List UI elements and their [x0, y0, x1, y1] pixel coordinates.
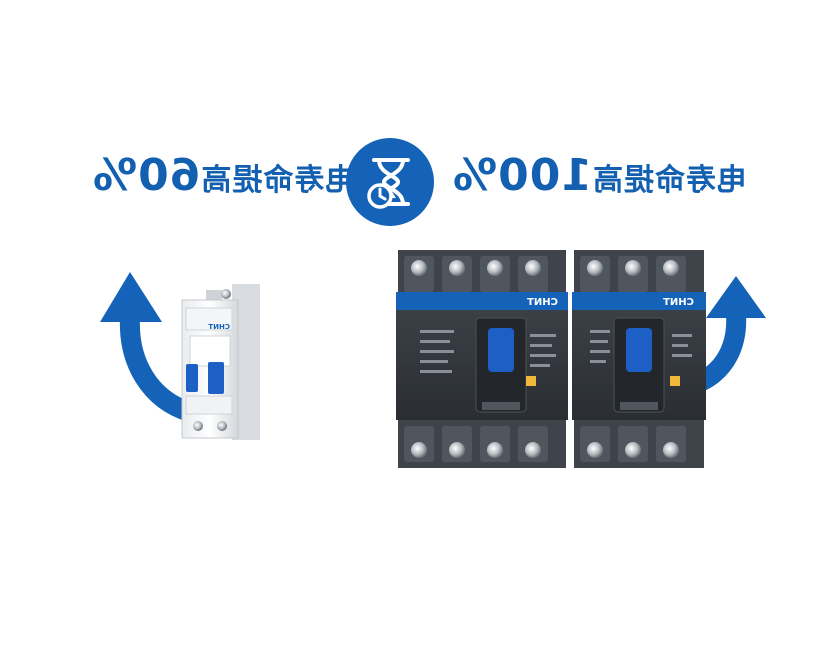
- curved-up-arrow-icon-left: [100, 272, 194, 422]
- curved-up-arrow-icon-right: [695, 276, 766, 392]
- relay-toggle: [208, 362, 224, 394]
- hourglass-badge: [346, 138, 434, 226]
- relay-brand-text: CHNT: [208, 323, 230, 331]
- hourglass-clock-icon: [367, 158, 410, 209]
- breaker-4-pole-brand-text: CHNT: [527, 297, 558, 308]
- relay-device: CHNT: [181, 284, 260, 440]
- breaker-3-pole-brand-text: CHNT: [663, 297, 694, 308]
- breaker-4-pole-toggle: [488, 328, 514, 372]
- breaker-3-pole: CHNT: [572, 250, 706, 468]
- breaker-4-pole: CHNT: [396, 250, 568, 468]
- breaker-3-pole-toggle: [626, 328, 652, 372]
